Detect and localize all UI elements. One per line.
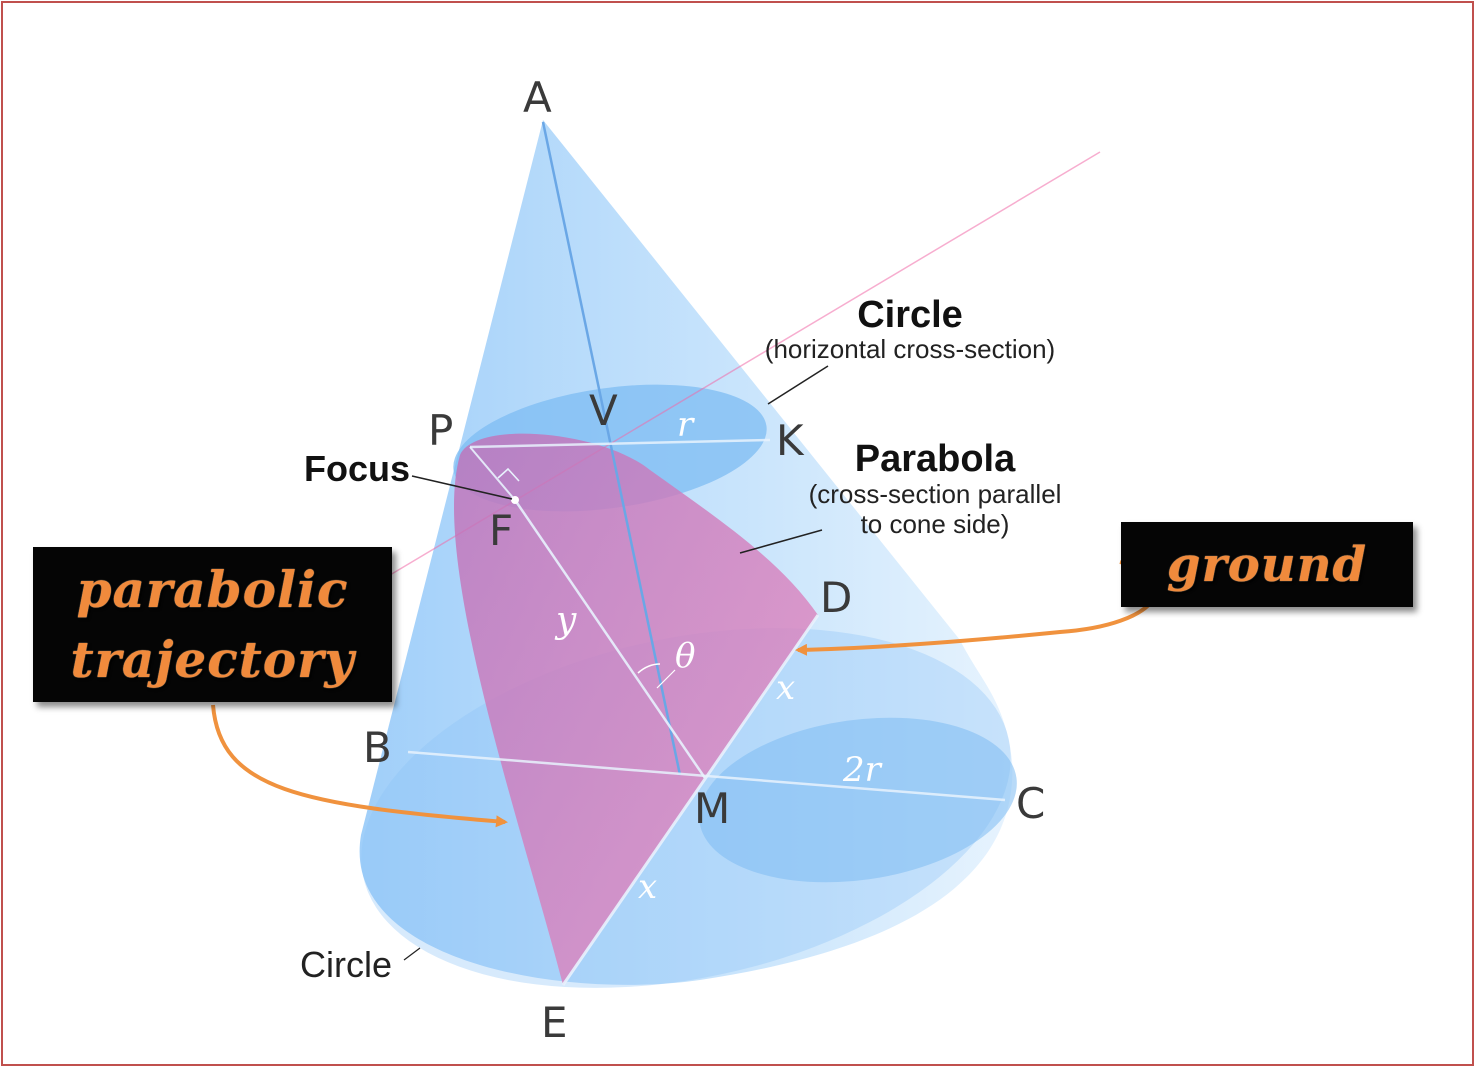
parabola-leader [739,529,823,554]
parabolic-trajectory-callout: parabolic trajectory [33,547,392,702]
point-F-label: F [489,506,513,555]
trajectory-arrow [211,704,508,828]
circle-top-title: Circle [857,294,963,336]
line-PF [469,446,516,501]
focus-leader [411,475,513,500]
callout-trajectory-line2: trajectory [70,629,355,689]
theta-leader [656,669,676,689]
parabola-subtitle-2: to cone side) [861,509,1010,539]
focus-point [511,496,519,504]
point-M-label: M [694,784,730,833]
parabola-section [453,433,818,985]
segment-r-label: r [677,405,695,445]
point-E-label: E [541,998,568,1047]
circle-bottom-leader [403,947,421,961]
circle-top-leader [767,365,829,405]
segment-y-label: y [554,600,577,641]
line-DE [561,614,820,986]
axis-line-AM [541,121,682,776]
angle-theta-label: θ [675,636,695,676]
point-A-label: A [523,73,552,122]
segment-x-upper-label: x [776,668,795,708]
parabola-title: Parabola [855,438,1016,480]
point-B-label: B [363,723,392,772]
callout-trajectory-line1: parabolic [76,559,349,619]
point-P-label: P [428,406,453,455]
point-K-label: K [776,416,805,465]
line-FM [513,499,707,779]
theta-arc [637,663,661,674]
ground-callout: ground [1121,522,1413,607]
focus-label: Focus [304,448,410,489]
point-C-label: C [1016,779,1045,828]
point-D-label: D [820,573,852,622]
line-PK [469,438,771,449]
right-angle-mark [497,467,520,482]
base-inner-ellipse [699,717,1017,883]
circle-bottom-label: Circle [300,944,392,985]
parabola-subtitle-1: (cross-section parallel [809,479,1062,509]
point-V-label: V [589,386,618,435]
callout-ground-text: ground [1166,536,1368,593]
circle-top-subtitle: (horizontal cross-section) [765,334,1055,364]
segment-2r-label: 2r [842,750,883,790]
segment-x-lower-label: x [638,867,657,907]
